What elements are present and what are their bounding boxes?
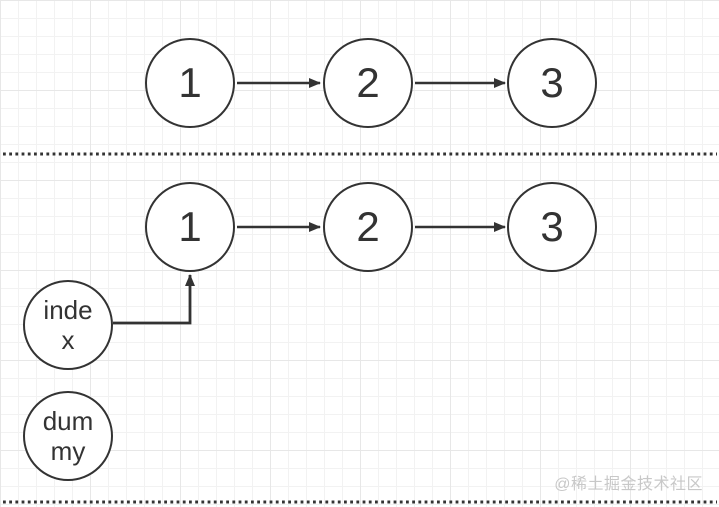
- node-label: 1: [178, 59, 202, 106]
- node-original-1: 1: [145, 38, 235, 128]
- node-label-line: my: [50, 436, 86, 466]
- node-label-line: dum: [42, 406, 94, 436]
- node-original-3: 3: [507, 38, 597, 128]
- node-modified-3: 3: [507, 182, 597, 272]
- node-label-line: inde: [43, 295, 93, 325]
- node-label: 2: [356, 203, 380, 250]
- node-dummy-pointer: dum my: [23, 391, 113, 481]
- node-label: 3: [540, 203, 564, 250]
- node-label-line: x: [61, 325, 75, 355]
- node-label: 1: [178, 203, 202, 250]
- juejin-watermark: @稀土掘金技术社区: [554, 476, 703, 493]
- node-label: 3: [540, 59, 564, 106]
- node-original-2: 2: [323, 38, 413, 128]
- node-modified-2: 2: [323, 182, 413, 272]
- node-label: 2: [356, 59, 380, 106]
- arrow-index-to-node1: [113, 274, 195, 325]
- node-modified-1: 1: [145, 182, 235, 272]
- node-index-pointer: inde x: [23, 280, 113, 370]
